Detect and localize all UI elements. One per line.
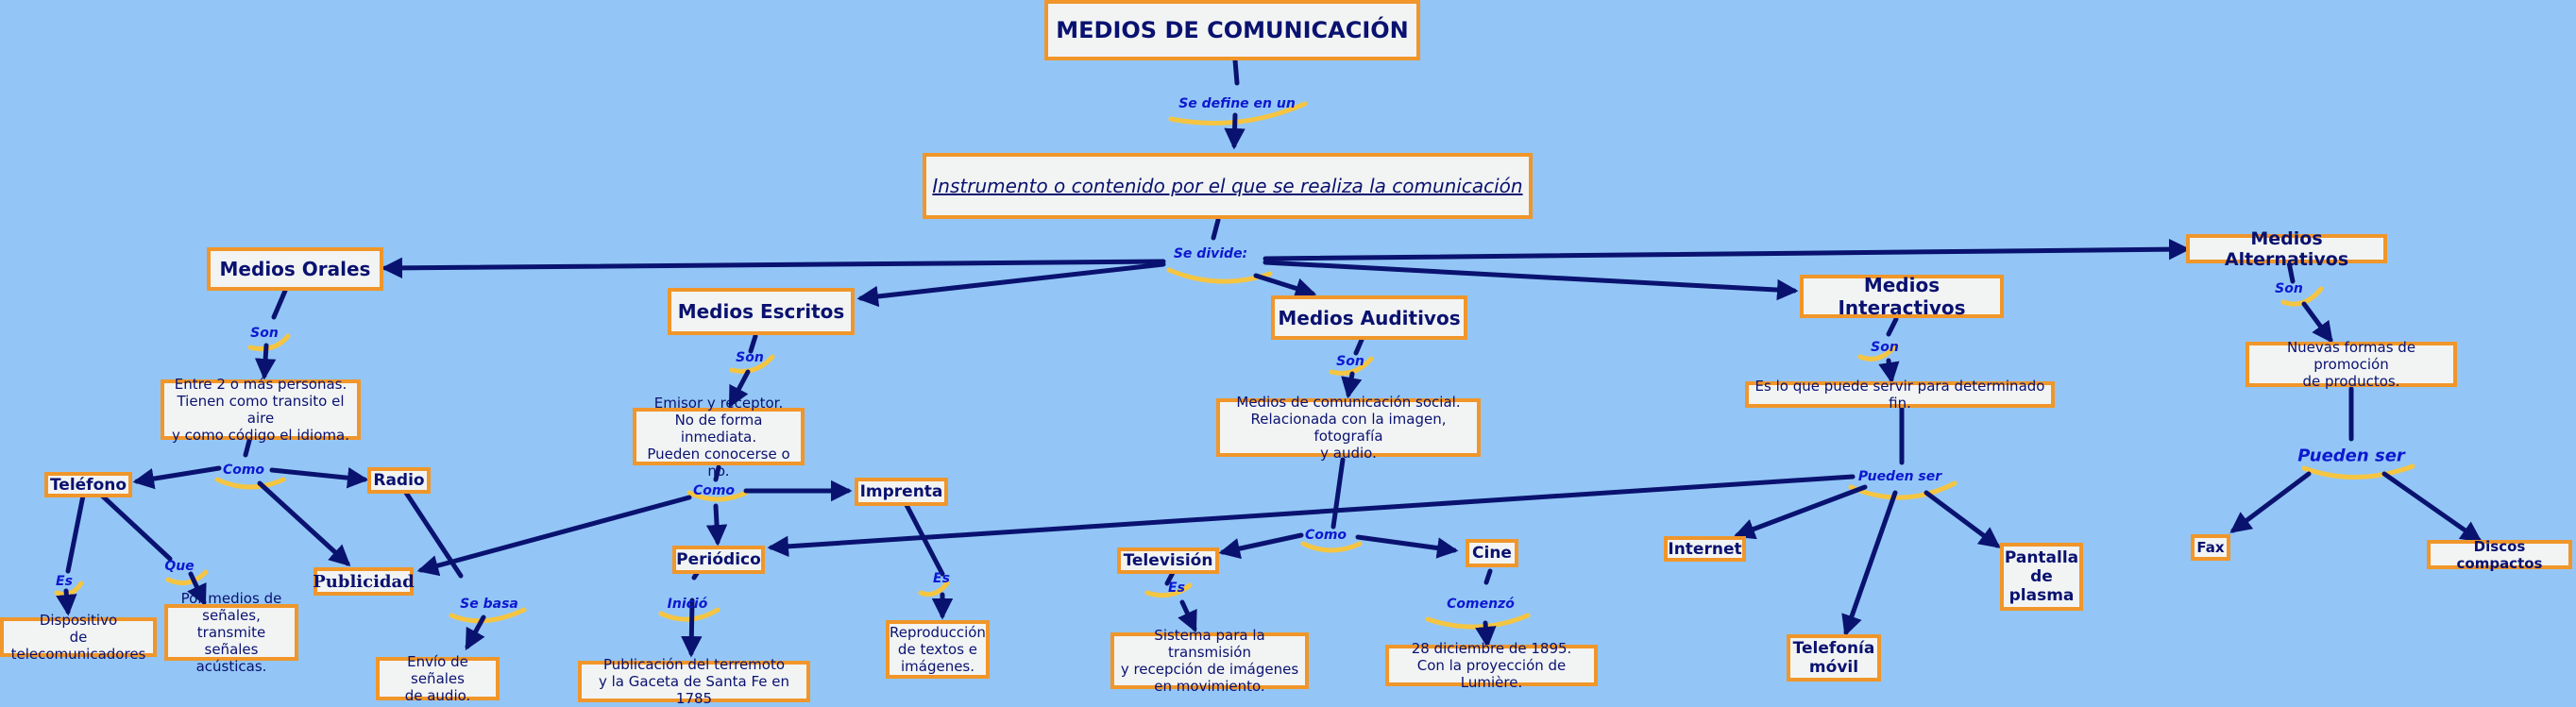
node-cine-description: 28 diciembre de 1895. Con la proyección … [1385, 640, 1598, 691]
link-imprenta-es: Es [933, 571, 950, 586]
reproduccion-text: Reproducción de textos e imágenes. [890, 624, 986, 675]
radio-text: Radio [373, 471, 425, 490]
title-node: MEDIOS DE COMUNICACIÓN [1044, 0, 1420, 60]
envio-text: Envío de señales de audio. [404, 653, 471, 704]
node-pantalla-plasma: Pantalla de plasma [2000, 543, 2083, 611]
node-radio: Radio [367, 467, 431, 494]
node-medios-escritos: Medios Escritos [668, 288, 855, 335]
television-text: Televisión [1123, 551, 1213, 570]
auditivos-desc-text: Medios de comunicación social. Relaciona… [1236, 394, 1461, 462]
link-se-divide: Se divide: [1173, 246, 1248, 261]
node-senales: Por medios de señales, transmite señales… [164, 590, 298, 675]
interactivos-desc-text: Es lo que puede servir para determinado … [1754, 378, 2045, 412]
link-auditivos-son: Son [1336, 354, 1364, 369]
discos-text: Discos compactos [2456, 537, 2543, 572]
senales-text: Por medios de señales, transmite señales… [180, 590, 282, 675]
alternativos-title: Medios Alternativos [2224, 227, 2349, 270]
node-cine: Cine [1466, 539, 1518, 567]
link-interactivos-son: Son [1871, 340, 1899, 355]
node-discos-compactos: Discos compactos [2427, 537, 2572, 572]
imprenta-text: Imprenta [859, 482, 943, 501]
link-telefono-que: Que [164, 559, 195, 574]
node-television: Televisión [1117, 547, 1219, 574]
link-orales-como: Como [222, 463, 265, 478]
dispositivo-text: Dispositivo de telecomunicadores [10, 612, 146, 663]
link-orales-son: Son [250, 326, 279, 341]
definition-node: Instrumento o contenido por el que se re… [923, 153, 1533, 219]
orales-title: Medios Orales [219, 258, 371, 280]
publicidad-text: Publicidad [313, 571, 415, 592]
node-publicacion: Publicación del terremoto y la Gaceta de… [578, 656, 810, 707]
orales-desc-text: Entre 2 o más personas. Tienen como tran… [172, 376, 349, 444]
link-se-define: Se define en un [1178, 96, 1296, 111]
cine-text: Cine [1472, 544, 1512, 563]
node-telefono: Teléfono [44, 472, 132, 497]
node-internet: Internet [1664, 536, 1746, 562]
interactivos-description: Es lo que puede servir para determinado … [1745, 378, 2055, 412]
node-imprenta: Imprenta [855, 478, 948, 506]
alternativos-desc-text: Nuevas formas de promoción de productos. [2286, 339, 2416, 390]
link-periodico-inicio: Inició [667, 597, 708, 612]
title-text: MEDIOS DE COMUNICACIÓN [1056, 17, 1409, 43]
interactivos-title: Medios Interactivos [1838, 274, 1966, 319]
auditivos-description: Medios de comunicación social. Relaciona… [1216, 394, 1481, 462]
node-telefonia-movil: Telefonía móvil [1787, 634, 1881, 682]
definition-text: Instrumento o contenido por el que se re… [932, 175, 1523, 197]
internet-text: Internet [1668, 539, 1742, 559]
orales-description: Entre 2 o más personas. Tienen como tran… [161, 376, 361, 444]
link-alternativos-pueden-ser: Pueden ser [2297, 446, 2405, 466]
periodico-text: Periódico [676, 550, 761, 569]
node-medios-auditivos: Medios Auditivos [1271, 295, 1467, 340]
node-envio-senales: Envío de señales de audio. [376, 653, 500, 704]
escritos-title: Medios Escritos [677, 300, 845, 323]
telefonia-text: Telefonía móvil [1792, 639, 1875, 677]
link-telefono-es: Es [56, 574, 73, 589]
auditivos-title: Medios Auditivos [1278, 306, 1461, 329]
publicacion-text: Publicación del terremoto y la Gaceta de… [598, 656, 790, 707]
escritos-desc-text: Emisor y receptor. No de forma inmediata… [647, 394, 790, 480]
cine-desc-text: 28 diciembre de 1895. Con la proyección … [1411, 640, 1572, 691]
node-periodico: Periódico [672, 546, 765, 574]
node-fax: Fax [2191, 534, 2230, 561]
node-medios-interactivos: Medios Interactivos [1800, 274, 2004, 319]
alternativos-description: Nuevas formas de promoción de productos. [2246, 339, 2457, 390]
telefono-text: Teléfono [49, 475, 127, 495]
node-tv-description: Sistema para la transmisión y recepción … [1110, 627, 1309, 695]
link-auditivos-como: Como [1304, 528, 1347, 543]
node-medios-orales: Medios Orales [207, 247, 383, 291]
link-escritos-como: Como [692, 483, 736, 498]
escritos-description: Emisor y receptor. No de forma inmediata… [633, 395, 805, 480]
node-reproduccion: Reproducción de textos e imágenes. [886, 620, 990, 679]
link-interactivos-pueden-ser: Pueden ser [1857, 469, 1942, 484]
link-television-es: Es [1168, 581, 1185, 596]
node-medios-alternativos: Medios Alternativos [2186, 228, 2387, 270]
link-radio-se-basa: Se basa [460, 597, 518, 612]
node-publicidad: Publicidad [313, 567, 415, 596]
link-cine-comenzo: Comenzó [1447, 597, 1515, 612]
tv-desc-text: Sistema para la transmisión y recepción … [1120, 627, 1299, 695]
pantalla-text: Pantalla de plasma [2004, 548, 2079, 605]
fax-text: Fax [2196, 539, 2225, 556]
link-alternativos-son: Son [2275, 281, 2303, 296]
link-escritos-son: Son [736, 350, 764, 365]
node-dispositivo: Dispositivo de telecomunicadores [0, 612, 157, 663]
